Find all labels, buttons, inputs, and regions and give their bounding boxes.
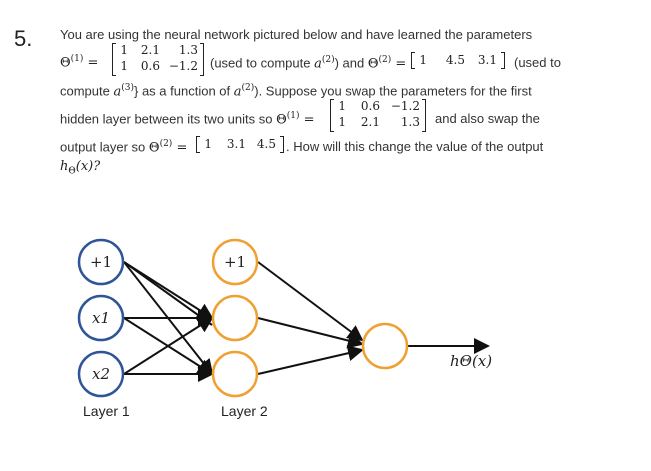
input-node-x1: x1: [77, 294, 125, 342]
used-to-text: (used to: [514, 55, 561, 70]
output-function-text: hΘ(x)?: [60, 159, 101, 177]
svg-text:+1: +1: [90, 253, 112, 271]
output-swap-text: output layer so Θ(2) =: [60, 139, 188, 156]
theta1-label: Θ(1) =: [60, 54, 99, 71]
svg-text:x1: x1: [92, 309, 110, 327]
how-change-text: . How will this change the value of the …: [286, 139, 544, 154]
question-intro: You are using the neural network picture…: [60, 27, 533, 42]
input-node-bias: +1: [77, 238, 125, 286]
compute-line: compute a(3)} as a function of a(2)). Su…: [60, 83, 532, 100]
hidden-node-2: [211, 350, 259, 398]
output-node: [361, 322, 409, 370]
output-label: hΘ(x): [450, 352, 492, 370]
and-also-text: and also swap the: [435, 111, 540, 126]
hidden-node-bias: +1: [211, 238, 259, 286]
theta2-matrix: 1 4.5 3.1: [411, 51, 511, 69]
question-number: 5.: [14, 26, 33, 51]
layer2-label: Layer 2: [221, 403, 268, 419]
theta1-matrix: 1 2.1 1.3 1 0.6 −1.2: [112, 42, 204, 76]
theta1-new-matrix: 1 0.6 −1.2 1 2.1 1.3: [330, 98, 428, 132]
theta2-new-matrix: 1 3.1 4.5: [196, 135, 288, 153]
layer1-label: Layer 1: [83, 403, 130, 419]
input-hidden-connections: [123, 261, 214, 382]
hidden-output-connections: [257, 261, 490, 375]
used-to-compute-text: (used to compute a(2)) and Θ(2) =: [210, 55, 407, 72]
svg-text:+1: +1: [224, 253, 246, 271]
hidden-swap-text: hidden layer between its two units so Θ(…: [60, 111, 315, 128]
svg-text:x2: x2: [92, 365, 110, 383]
input-node-x2: x2: [77, 350, 125, 398]
hidden-node-1: [211, 294, 259, 342]
